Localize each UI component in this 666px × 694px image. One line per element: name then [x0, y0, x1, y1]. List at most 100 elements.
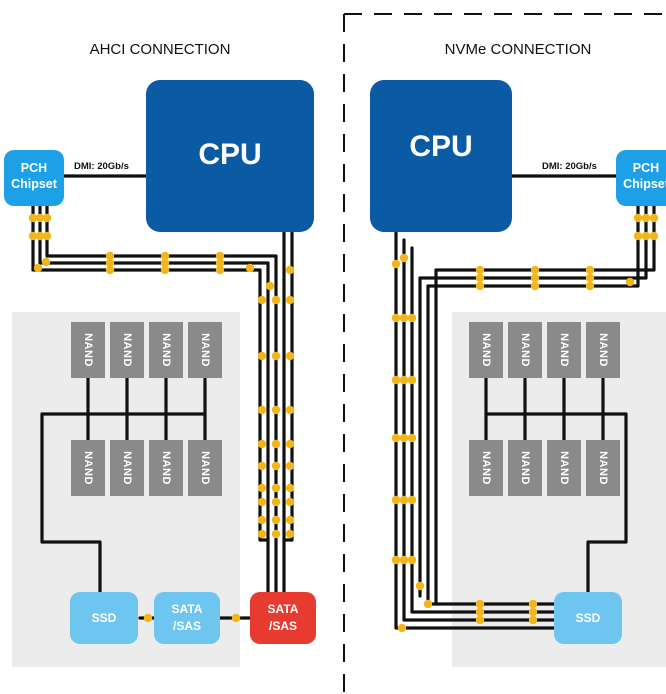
nand-chip: NAND [508, 440, 542, 496]
signal-dot [475, 607, 485, 617]
signal-dot [285, 265, 295, 275]
signal-dot [285, 351, 295, 361]
nand-chip-label: NAND [199, 333, 211, 367]
signal-dot [257, 351, 267, 361]
signal-dot [633, 231, 643, 241]
signal-dot [35, 213, 45, 223]
nand-chip-label: NAND [558, 451, 570, 485]
nand-chip: NAND [71, 440, 105, 496]
signal-dot [271, 483, 281, 493]
nand-chip: NAND [508, 322, 542, 378]
signal-dot [649, 213, 659, 223]
signal-dot [28, 213, 38, 223]
signal-dot [399, 253, 409, 263]
nvme-ssd-label: SSD [576, 611, 601, 625]
nand-chip-label: NAND [480, 451, 492, 485]
nand-chip: NAND [188, 440, 222, 496]
nand-chip: NAND [110, 322, 144, 378]
signal-dot [271, 295, 281, 305]
signal-dot [271, 515, 281, 525]
signal-dot [285, 483, 295, 493]
nand-chip: NAND [149, 322, 183, 378]
signal-dot [285, 439, 295, 449]
signal-dot [407, 555, 417, 565]
signal-dot [475, 273, 485, 283]
ahci-pch-label-1: PCH [21, 161, 47, 175]
nvme-dmi-label: DMI: 20Gb/s [542, 161, 597, 172]
nand-chip: NAND [586, 440, 620, 496]
signal-dot [105, 258, 115, 268]
signal-dot [215, 251, 225, 261]
nand-chip: NAND [188, 322, 222, 378]
signal-dot [265, 281, 275, 291]
signal-dot [397, 623, 407, 633]
signal-dot [231, 613, 241, 623]
signal-dot [391, 555, 401, 565]
signal-dot [415, 581, 425, 591]
signal-dots [28, 213, 659, 633]
ahci-cpu: CPU [146, 80, 314, 232]
ahci-cpu-label: CPU [198, 138, 261, 171]
signal-dot [41, 257, 51, 267]
nand-chip-label: NAND [199, 451, 211, 485]
signal-dot [285, 405, 295, 415]
nand-chip: NAND [586, 322, 620, 378]
signal-dot [42, 213, 52, 223]
ahci-ssd-label: SSD [92, 611, 117, 625]
signal-dot [271, 405, 281, 415]
signal-dot [649, 231, 659, 241]
ahci-sata-host: SATA /SAS [250, 592, 316, 644]
signal-dot [528, 599, 538, 609]
signal-dot [257, 483, 267, 493]
signal-dot [391, 433, 401, 443]
signal-dot [160, 265, 170, 275]
signal-dot [271, 351, 281, 361]
signal-dot [257, 515, 267, 525]
ahci-pch-label-2: Chipset [11, 177, 58, 191]
signal-dot [105, 265, 115, 275]
signal-dot [407, 375, 417, 385]
ahci-sata-controller-label-1: SATA [172, 602, 203, 616]
signal-dot [585, 265, 595, 275]
ahci-title: AHCI CONNECTION [90, 41, 231, 58]
signal-dot [475, 599, 485, 609]
nvme-ssd: SSD [554, 592, 622, 644]
signal-dot [407, 433, 417, 443]
signal-dot [399, 555, 409, 565]
nand-chip: NAND [149, 440, 183, 496]
signal-dot [271, 461, 281, 471]
signal-dot [585, 281, 595, 291]
signal-dot [33, 263, 43, 273]
nvme-pch-label-1: PCH [633, 161, 659, 175]
signal-dot [28, 231, 38, 241]
signal-dot [641, 213, 651, 223]
nand-chip: NAND [469, 322, 503, 378]
ahci-sata-host-label-2: /SAS [269, 619, 297, 633]
signal-dot [475, 615, 485, 625]
signal-dot [423, 599, 433, 609]
signal-dot [245, 263, 255, 273]
signal-dot [271, 529, 281, 539]
ahci-pch-chipset: PCH Chipset [4, 150, 64, 206]
nvme-title: NVMe CONNECTION [445, 41, 592, 58]
signal-dot [35, 231, 45, 241]
signal-dot [528, 615, 538, 625]
signal-dot [399, 433, 409, 443]
signal-dot [285, 295, 295, 305]
nand-chip-label: NAND [82, 333, 94, 367]
signal-dot [399, 313, 409, 323]
signal-dot [42, 231, 52, 241]
signal-dot [257, 497, 267, 507]
nvme-pch-chipset: PCH Chipset [616, 150, 666, 206]
signal-dot [625, 277, 635, 287]
ahci-sata-controller-label-2: /SAS [173, 619, 201, 633]
ahci-ssd: SSD [70, 592, 138, 644]
nand-chip-label: NAND [121, 333, 133, 367]
signal-dot [475, 265, 485, 275]
nand-chip-label: NAND [480, 333, 492, 367]
signal-dot [641, 231, 651, 241]
ahci-sata-controller: SATA /SAS [154, 592, 220, 644]
